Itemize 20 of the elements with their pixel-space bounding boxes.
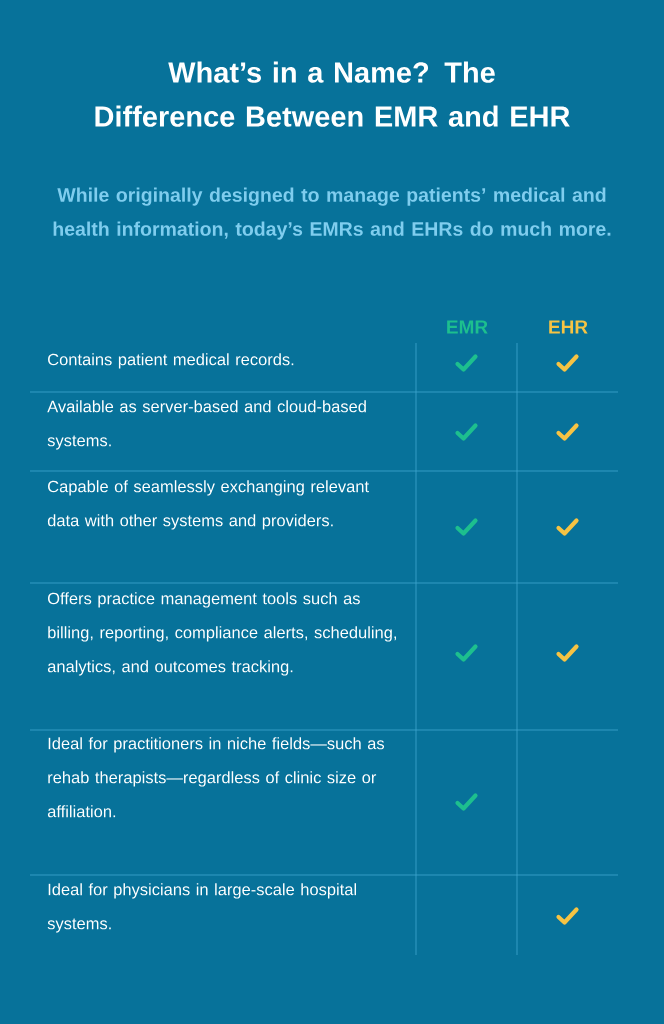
checkmark-icon (556, 423, 579, 441)
checkmark-icon (455, 644, 478, 662)
table-cell: Offers practice management tools such as billing, reporting, compliance alerts, scheduling, analytics, and outcomes tracking. (47, 592, 396, 676)
column-header: EHR (549, 320, 588, 334)
checkmark-icon (455, 518, 478, 536)
checkmark-icon (556, 644, 579, 662)
title: What’s in a Name? The Difference Between EMR and EHR (95, 61, 570, 127)
subtitle: While originally designed to manage patients’ medical and health information, today’s EMRs and EHRs do much more. (53, 187, 611, 240)
table-cell: Ideal for practitioners in niche fields—such as rehab therapists—regardless of clinic size or affiliation. (47, 737, 385, 818)
column-header: EMR (447, 320, 488, 334)
table-cell: Ideal for physicians in large-scale hospital systems. (47, 883, 356, 933)
checkmark-icon (556, 518, 579, 536)
checkmark-icon (556, 354, 579, 372)
table-cell: Available as server-based and cloud-based systems. (47, 400, 366, 450)
checkmark-icon (455, 423, 478, 441)
checkmark-icon (455, 354, 478, 372)
checkmark-icon (556, 907, 579, 925)
checkmark-icon (455, 793, 478, 811)
table-cell: Contains patient medical records. (48, 353, 294, 369)
table-cell: Capable of seamlessly exchanging relevant data with other systems and providers. (47, 480, 369, 530)
